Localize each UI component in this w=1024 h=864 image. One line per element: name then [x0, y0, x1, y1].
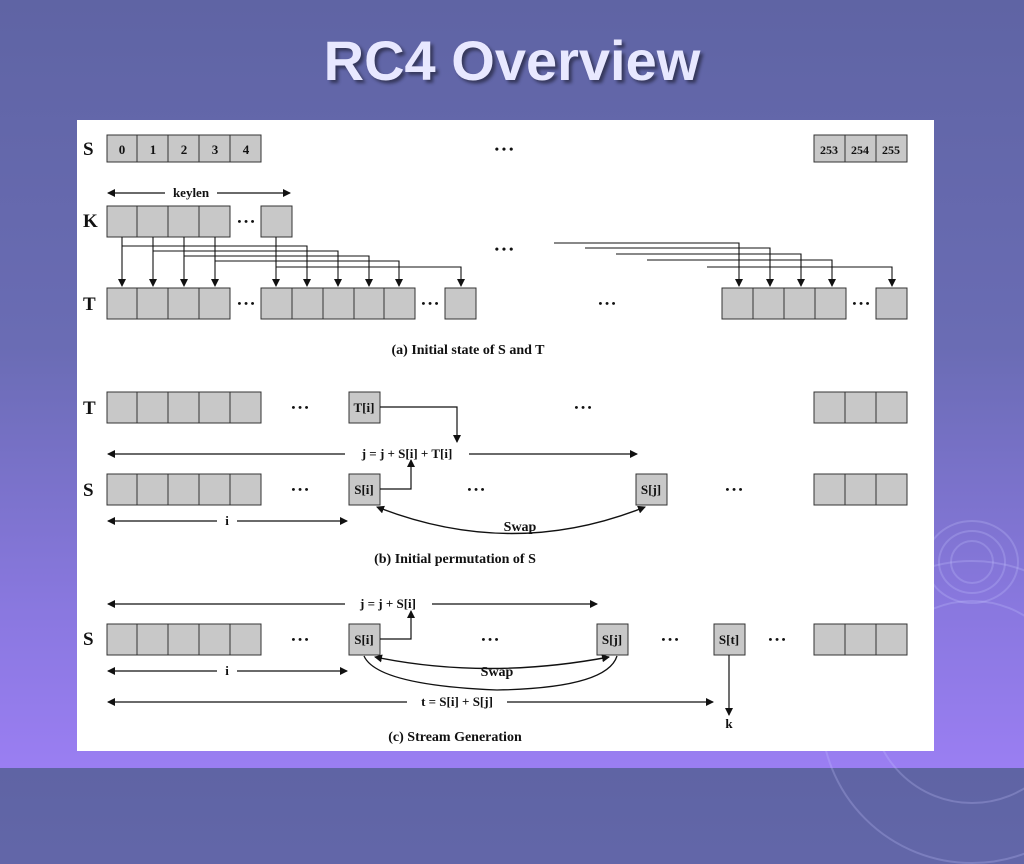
s-cell-254: 254: [851, 143, 869, 157]
j-formula: j = j + S[i] + T[i]: [361, 446, 453, 461]
ellipsis: • • •: [291, 402, 308, 414]
row-label-t: T: [83, 294, 96, 315]
swap-curve: [374, 654, 610, 670]
rc4-diagram-svg: S 0 1 2 3 4 • • • 253 254 255 keylen: [83, 134, 908, 745]
s-cell-4: 4: [243, 142, 250, 157]
ellipsis: • • •: [852, 298, 869, 310]
ellipsis: • • •: [481, 634, 498, 646]
keylen-label: keylen: [173, 185, 210, 200]
swap-label: Swap: [481, 665, 514, 680]
keylen-span: keylen: [107, 185, 291, 200]
s-array-start: 0 1 2 3 4: [106, 134, 262, 163]
ellipsis: • • •: [661, 634, 678, 646]
rc4-diagram: S 0 1 2 3 4 • • • 253 254 255 keylen: [77, 120, 934, 751]
ellipsis: • • •: [495, 242, 514, 256]
slide-title: RC4 Overview: [323, 29, 701, 92]
ellipsis: • • •: [237, 216, 254, 228]
s-j-cell: S[j]: [602, 632, 622, 647]
t-array: • • • T[i] • • •: [106, 391, 908, 424]
row-label-s: S: [83, 629, 94, 650]
ellipsis: • • •: [421, 298, 438, 310]
ellipsis: • • •: [598, 298, 615, 310]
part-b: T • • • T[i] • • • j = j + S[i] + T[i] S: [83, 391, 908, 567]
s-t-cell: S[t]: [719, 632, 739, 647]
j-formula: j = j + S[i]: [359, 596, 416, 611]
s-i-to-sum-curve: [363, 655, 498, 691]
ellipsis: • • •: [574, 402, 591, 414]
t-i-arrow: [380, 406, 461, 443]
t-formula: t = S[i] + S[j]: [421, 694, 493, 709]
caption-a: (a) Initial state of S and T: [392, 343, 546, 358]
ellipsis: • • •: [768, 634, 785, 646]
row-label-k: K: [83, 211, 98, 232]
i-label: i: [225, 513, 229, 528]
part-a: S 0 1 2 3 4 • • • 253 254 255 keylen: [83, 134, 908, 358]
ellipsis: • • •: [291, 634, 308, 646]
row-label-t: T: [83, 398, 96, 419]
caption-c: (c) Stream Generation: [388, 730, 522, 745]
part-c: j = j + S[i] S • • • S[i] • • • S[j] • •…: [83, 596, 908, 745]
s-cell-2: 2: [181, 142, 188, 157]
s-j-to-sum-curve: [496, 655, 618, 691]
s-cell-3: 3: [212, 142, 219, 157]
i-label: i: [225, 663, 229, 678]
k-to-t-arrows: [118, 237, 896, 287]
s-cell-1: 1: [150, 142, 157, 157]
s-i-cell: S[i]: [354, 632, 374, 647]
swap-curve: [376, 505, 646, 535]
ellipsis: • • •: [495, 142, 514, 156]
ellipsis: • • •: [237, 298, 254, 310]
s-cell-253: 253: [820, 143, 838, 157]
s-array: • • • S[i] • • • S[j] • • •: [106, 473, 908, 506]
k-array: • • •: [106, 205, 293, 238]
s-i-cell: S[i]: [354, 482, 374, 497]
swap-label: Swap: [504, 520, 537, 535]
row-label-s: S: [83, 139, 94, 160]
k-label: k: [725, 716, 733, 731]
t-array: • • • • • • • • • • • •: [106, 287, 908, 320]
s-j-cell: S[j]: [641, 482, 661, 497]
s-i-arrow: [380, 610, 415, 640]
t-i-cell: T[i]: [354, 400, 375, 415]
s-array-end: 253 254 255: [813, 134, 908, 163]
ellipsis: • • •: [725, 484, 742, 496]
row-label-s: S: [83, 480, 94, 501]
caption-b: (b) Initial permutation of S: [374, 552, 536, 567]
s-array: • • • S[i] • • • S[j] • • • S[t] • • •: [106, 623, 908, 656]
s-cell-0: 0: [119, 142, 126, 157]
s-cell-255: 255: [882, 143, 900, 157]
s-i-arrow: [380, 459, 415, 490]
ellipsis: • • •: [291, 484, 308, 496]
ellipsis: • • •: [467, 484, 484, 496]
